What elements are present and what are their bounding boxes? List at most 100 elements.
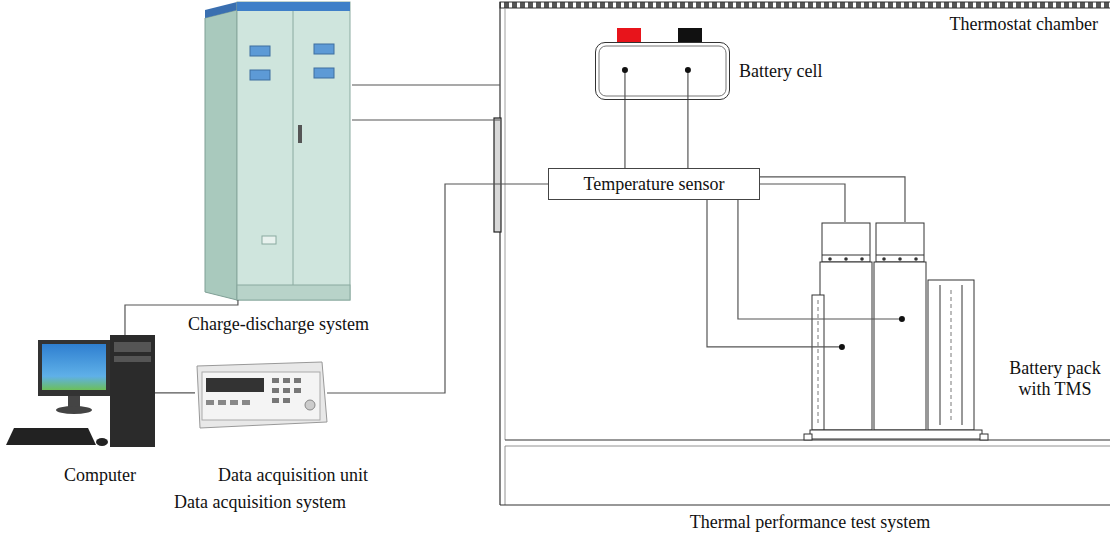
sensor-contact-dot: [622, 67, 628, 73]
drive-bay: [114, 342, 151, 352]
chamber-floor-inner: [505, 446, 1110, 447]
meter-display: [314, 44, 334, 54]
daq-knob: [305, 400, 315, 410]
mouse: [96, 438, 108, 446]
tower-case: [110, 335, 155, 447]
screw: [844, 257, 848, 261]
node-label: Thermostat chamber: [950, 14, 1098, 35]
door-handle: [298, 125, 302, 143]
daq-body: [197, 362, 327, 428]
module-cap: [822, 223, 870, 262]
daq-button: [242, 400, 250, 405]
label-anchor: Battery pack with TMS: [1004, 358, 1106, 400]
data-acquisition-unit: Data acquisition unit: [195, 360, 327, 428]
daq-button: [272, 398, 279, 403]
module-body: [874, 262, 926, 430]
positive-terminal: [617, 28, 641, 42]
cabinet-front: [237, 2, 350, 300]
daq-display: [206, 378, 264, 392]
cap-seam: [876, 255, 924, 256]
monitor-screen: [42, 344, 106, 390]
daq-button: [283, 388, 290, 393]
chamber-base-wall: [505, 446, 506, 505]
daq-button: [272, 378, 279, 383]
cabinet-top-band: [237, 2, 350, 11]
daq-button: [283, 378, 290, 383]
left-bracket: [812, 295, 824, 430]
chamber-top-wall: [500, 2, 1110, 8]
daq-button: [294, 378, 301, 383]
cabinet-plinth: [237, 285, 350, 300]
daq-button: [218, 400, 226, 405]
monitor-frame: [38, 340, 110, 396]
chamber-bottom: [500, 504, 1110, 505]
battery-cell: Battery cell: [595, 42, 730, 100]
base-foot: [980, 434, 988, 440]
screw: [914, 257, 918, 261]
door-seam: [293, 11, 294, 285]
daq-button: [294, 388, 301, 393]
bracket-rail: [951, 290, 952, 420]
computer: Computer: [10, 335, 155, 450]
connector-wire: [760, 184, 845, 222]
label-anchor: Thermal performance test system: [690, 512, 930, 533]
node-label: Battery pack with TMS: [1004, 358, 1106, 399]
daq-button: [283, 398, 290, 403]
node-label: Computer: [64, 465, 136, 486]
sensor-contact-dot: [839, 344, 845, 350]
daq-front-panel: [202, 372, 320, 420]
keyboard: [6, 428, 96, 445]
chamber-inner-wall: [505, 8, 506, 440]
screw: [828, 257, 832, 261]
module-cap: [876, 223, 924, 262]
sensor-box: Temperature sensor: [548, 168, 760, 200]
base-plate: [810, 430, 982, 439]
test-chamber: Battery cellTemperature sensorBattery pa…: [500, 4, 1108, 504]
node-label: Charge-discharge system: [188, 314, 369, 335]
system-label: Data acquisition system: [174, 493, 346, 511]
cabinet-side-top: [205, 2, 237, 18]
module-body: [820, 262, 872, 430]
bracket-rail: [962, 285, 963, 425]
daq-button: [272, 388, 279, 393]
label-anchor: Battery cell: [739, 61, 822, 82]
node-label: Data acquisition unit: [218, 465, 368, 486]
wall-feedthrough: [494, 118, 501, 232]
daq-button: [206, 400, 214, 405]
meter-display: [250, 46, 270, 56]
screw: [898, 257, 902, 261]
label-anchor: Data acquisition system: [174, 492, 346, 513]
cell-inner-outline: [599, 46, 726, 96]
connector-wire: [687, 70, 688, 168]
meter-display: [314, 68, 334, 78]
daq-button: [230, 400, 238, 405]
screw: [882, 257, 886, 261]
connector-wire: [155, 392, 195, 393]
battery-pack: Battery pack with TMS: [812, 222, 982, 442]
box-label: Temperature sensor: [583, 174, 724, 195]
cap-seam: [822, 255, 870, 256]
base-foot: [804, 434, 812, 440]
connector-wire: [760, 177, 905, 222]
bracket-rail: [940, 285, 941, 425]
charge-discharge-cabinet: Charge-discharge system: [205, 2, 352, 300]
connector-wire: [707, 200, 842, 347]
screw: [860, 257, 864, 261]
sensor-contact-dot: [899, 316, 905, 322]
label-anchor: Charge-discharge system: [188, 314, 369, 335]
negative-terminal: [678, 28, 702, 42]
connector-wire: [624, 70, 625, 168]
label-anchor: Thermostat chamber: [950, 14, 1098, 35]
connector-wire: [352, 119, 500, 120]
cabinet-side: [205, 10, 237, 300]
label-anchor: Computer: [64, 465, 136, 486]
connector-wire: [352, 84, 500, 85]
right-bracket: [928, 280, 974, 430]
system-label: Thermal performance test system: [690, 513, 930, 531]
chamber-left-wall: [499, 2, 500, 505]
node-label: Battery cell: [739, 61, 822, 82]
connector-wire: [738, 200, 902, 319]
